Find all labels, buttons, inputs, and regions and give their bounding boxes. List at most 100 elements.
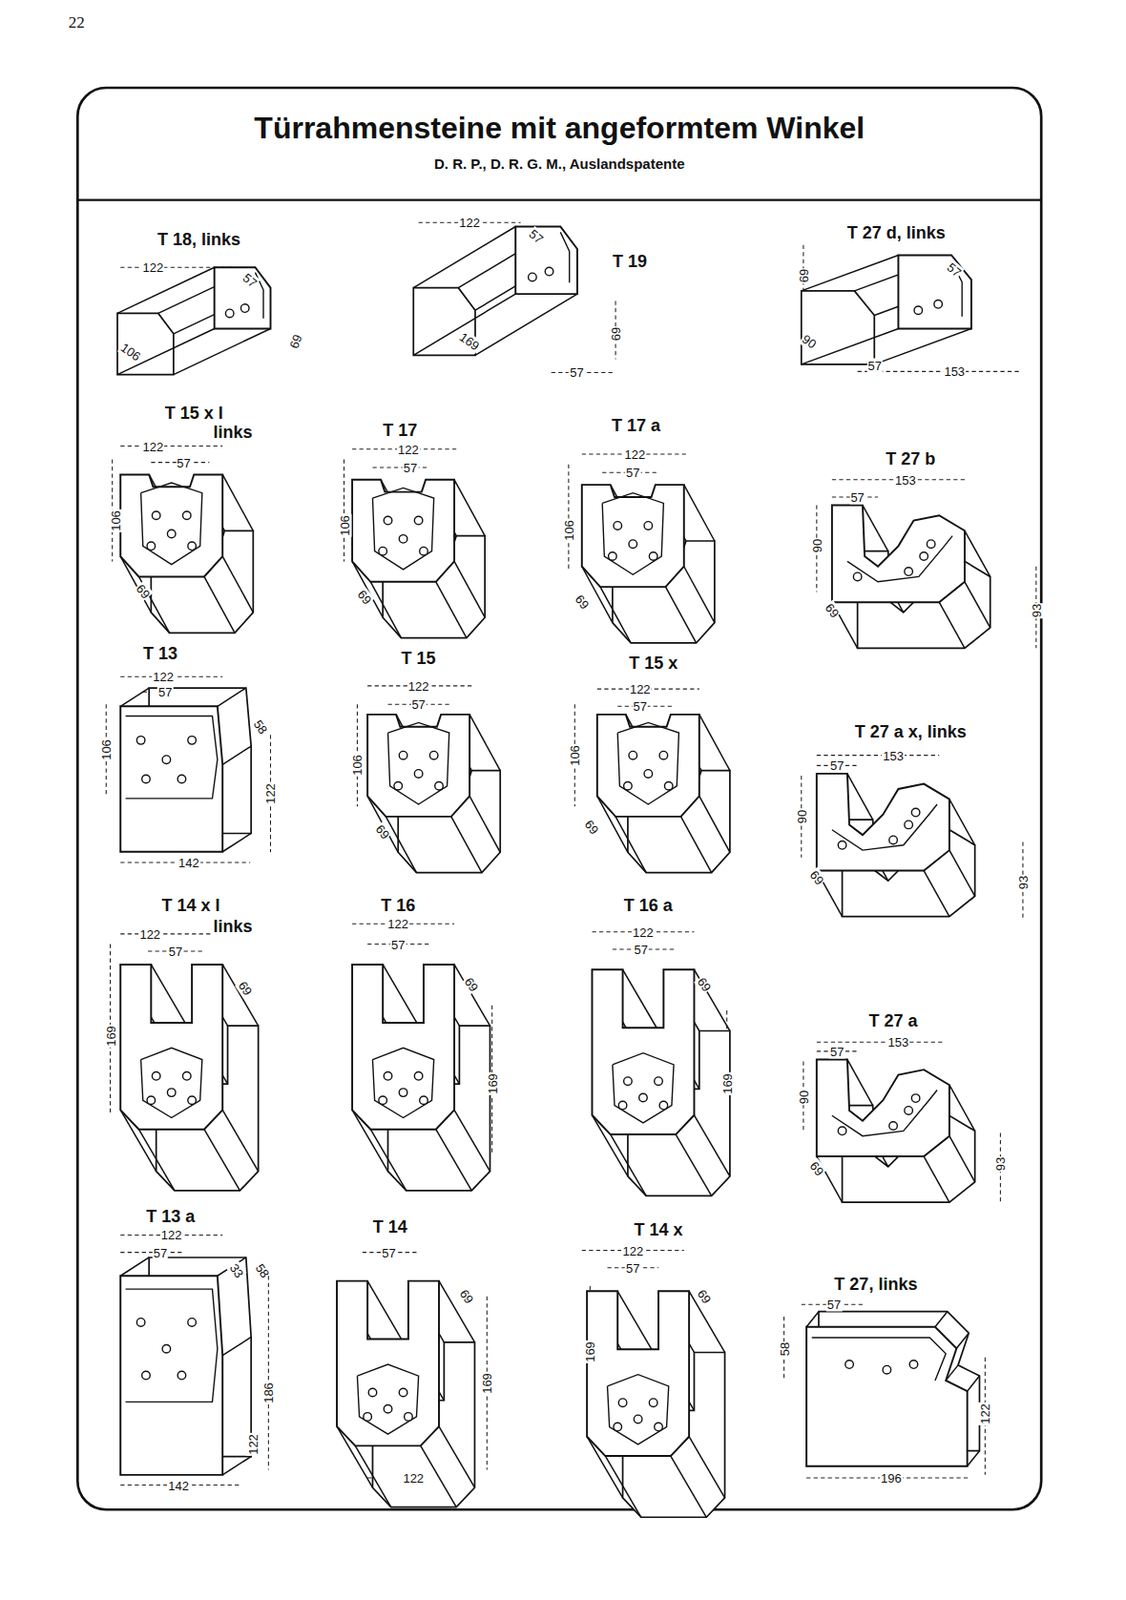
stone-face (582, 484, 685, 587)
stone-face (120, 474, 223, 577)
stone-web (125, 1289, 218, 1402)
stone-edge (438, 1426, 475, 1488)
stone-edge (138, 1129, 174, 1191)
stone-drawing (582, 484, 715, 644)
anchor-hole (628, 750, 638, 760)
stone-edge (675, 1134, 711, 1196)
stone-edge (670, 1456, 707, 1518)
anchor-hole (151, 1072, 161, 1082)
stone-edge (222, 1109, 258, 1171)
stone-edge (222, 964, 258, 1026)
anchor-hole (383, 1404, 393, 1414)
dimension-number: 106 (99, 738, 114, 762)
dimension-line (268, 1275, 270, 1470)
dimension-number: 122 (624, 447, 647, 462)
stone-edge (370, 582, 401, 639)
part-name: T 27 b (884, 449, 937, 470)
stone-edge (688, 1437, 725, 1499)
stone-face (120, 1275, 223, 1476)
stone-edge (451, 816, 482, 874)
stone-edge (150, 964, 187, 1026)
dimension-number: 186 (261, 1381, 276, 1405)
stone-face (816, 1059, 950, 1157)
dimension-number: 106 (107, 509, 123, 533)
stone-edge (967, 1376, 981, 1392)
part-name: T 15 x (627, 653, 679, 674)
stone-face (816, 773, 950, 872)
stone-drawing (816, 773, 976, 918)
stone-edge (475, 293, 578, 355)
anchor-hole (909, 1360, 918, 1370)
stone-edge (684, 566, 715, 624)
anchor-hole (845, 1360, 855, 1370)
anchor-hole (182, 511, 191, 521)
stone-edge (370, 1129, 406, 1191)
page-number: 22 (67, 13, 86, 33)
anchor-hole (398, 535, 408, 544)
dimension-number: 69 (795, 268, 811, 284)
stone-edge (222, 474, 253, 531)
anchor-hole (404, 1413, 414, 1422)
dimension-number: 153 (881, 748, 905, 763)
anchor-hole (544, 267, 554, 276)
anchor-hole (383, 516, 393, 525)
dimension-number: 58 (776, 1341, 792, 1357)
dimension-number: 69 (234, 978, 256, 1000)
dimension-number: 57 (402, 459, 418, 475)
stone-drawing (352, 479, 485, 639)
dimension-number: 122 (142, 438, 166, 454)
stone-edge (949, 850, 976, 897)
stone-edge (420, 1445, 457, 1507)
anchor-hole (187, 1318, 197, 1328)
stone-web (607, 1375, 669, 1445)
dimension-number: 106 (567, 744, 583, 768)
anchor-hole (882, 1365, 892, 1375)
anchor-hole (177, 1371, 187, 1380)
dimension-number: 122 (142, 260, 166, 275)
stone-edge (413, 293, 516, 355)
anchor-hole (889, 835, 898, 845)
stone-edge (684, 484, 715, 542)
stone-web (832, 804, 938, 851)
stone-back (801, 291, 875, 365)
stone-edge (217, 688, 247, 707)
dimension-number: 106 (336, 514, 352, 538)
stone-edge (367, 1281, 403, 1343)
stone-drawing (120, 474, 253, 633)
dimension-number: 153 (894, 472, 918, 487)
anchor-hole (919, 552, 929, 562)
dimension-number: 93 (1028, 603, 1043, 619)
stone-edge (938, 602, 965, 648)
dimension-number: 90 (793, 809, 809, 825)
anchor-hole (435, 781, 444, 791)
stone-edge (120, 1257, 149, 1276)
part-name: T 19 (611, 250, 648, 272)
part-name: T 27 d, links (846, 222, 947, 243)
stone-drawing (120, 1257, 251, 1476)
part-name: T 15 x I (164, 403, 225, 424)
stone-drawing (336, 1281, 475, 1508)
stone-web (388, 722, 450, 805)
part-name: links (211, 917, 253, 938)
stone-edge (949, 1084, 976, 1131)
stone-edge (615, 816, 647, 874)
anchor-hole (398, 750, 408, 760)
illustration-group (77, 87, 1042, 1518)
stone-web (832, 1090, 938, 1137)
anchor-hole (613, 1422, 623, 1432)
dimension-line (816, 1042, 945, 1043)
anchor-hole (414, 1072, 423, 1082)
anchor-hole (904, 1106, 914, 1116)
anchor-hole (187, 1096, 197, 1106)
stone-edge (204, 576, 235, 633)
stone-drawing (120, 964, 258, 1191)
dimension-number: 69 (806, 1158, 828, 1180)
anchor-hole (889, 1122, 898, 1131)
anchor-hole (659, 1101, 668, 1110)
header-rule (77, 199, 1042, 202)
dimension-number: 122 (246, 1433, 261, 1457)
dimension-number: 122 (631, 924, 655, 939)
dimension-number: 142 (166, 1478, 190, 1493)
stone-face (832, 505, 965, 604)
